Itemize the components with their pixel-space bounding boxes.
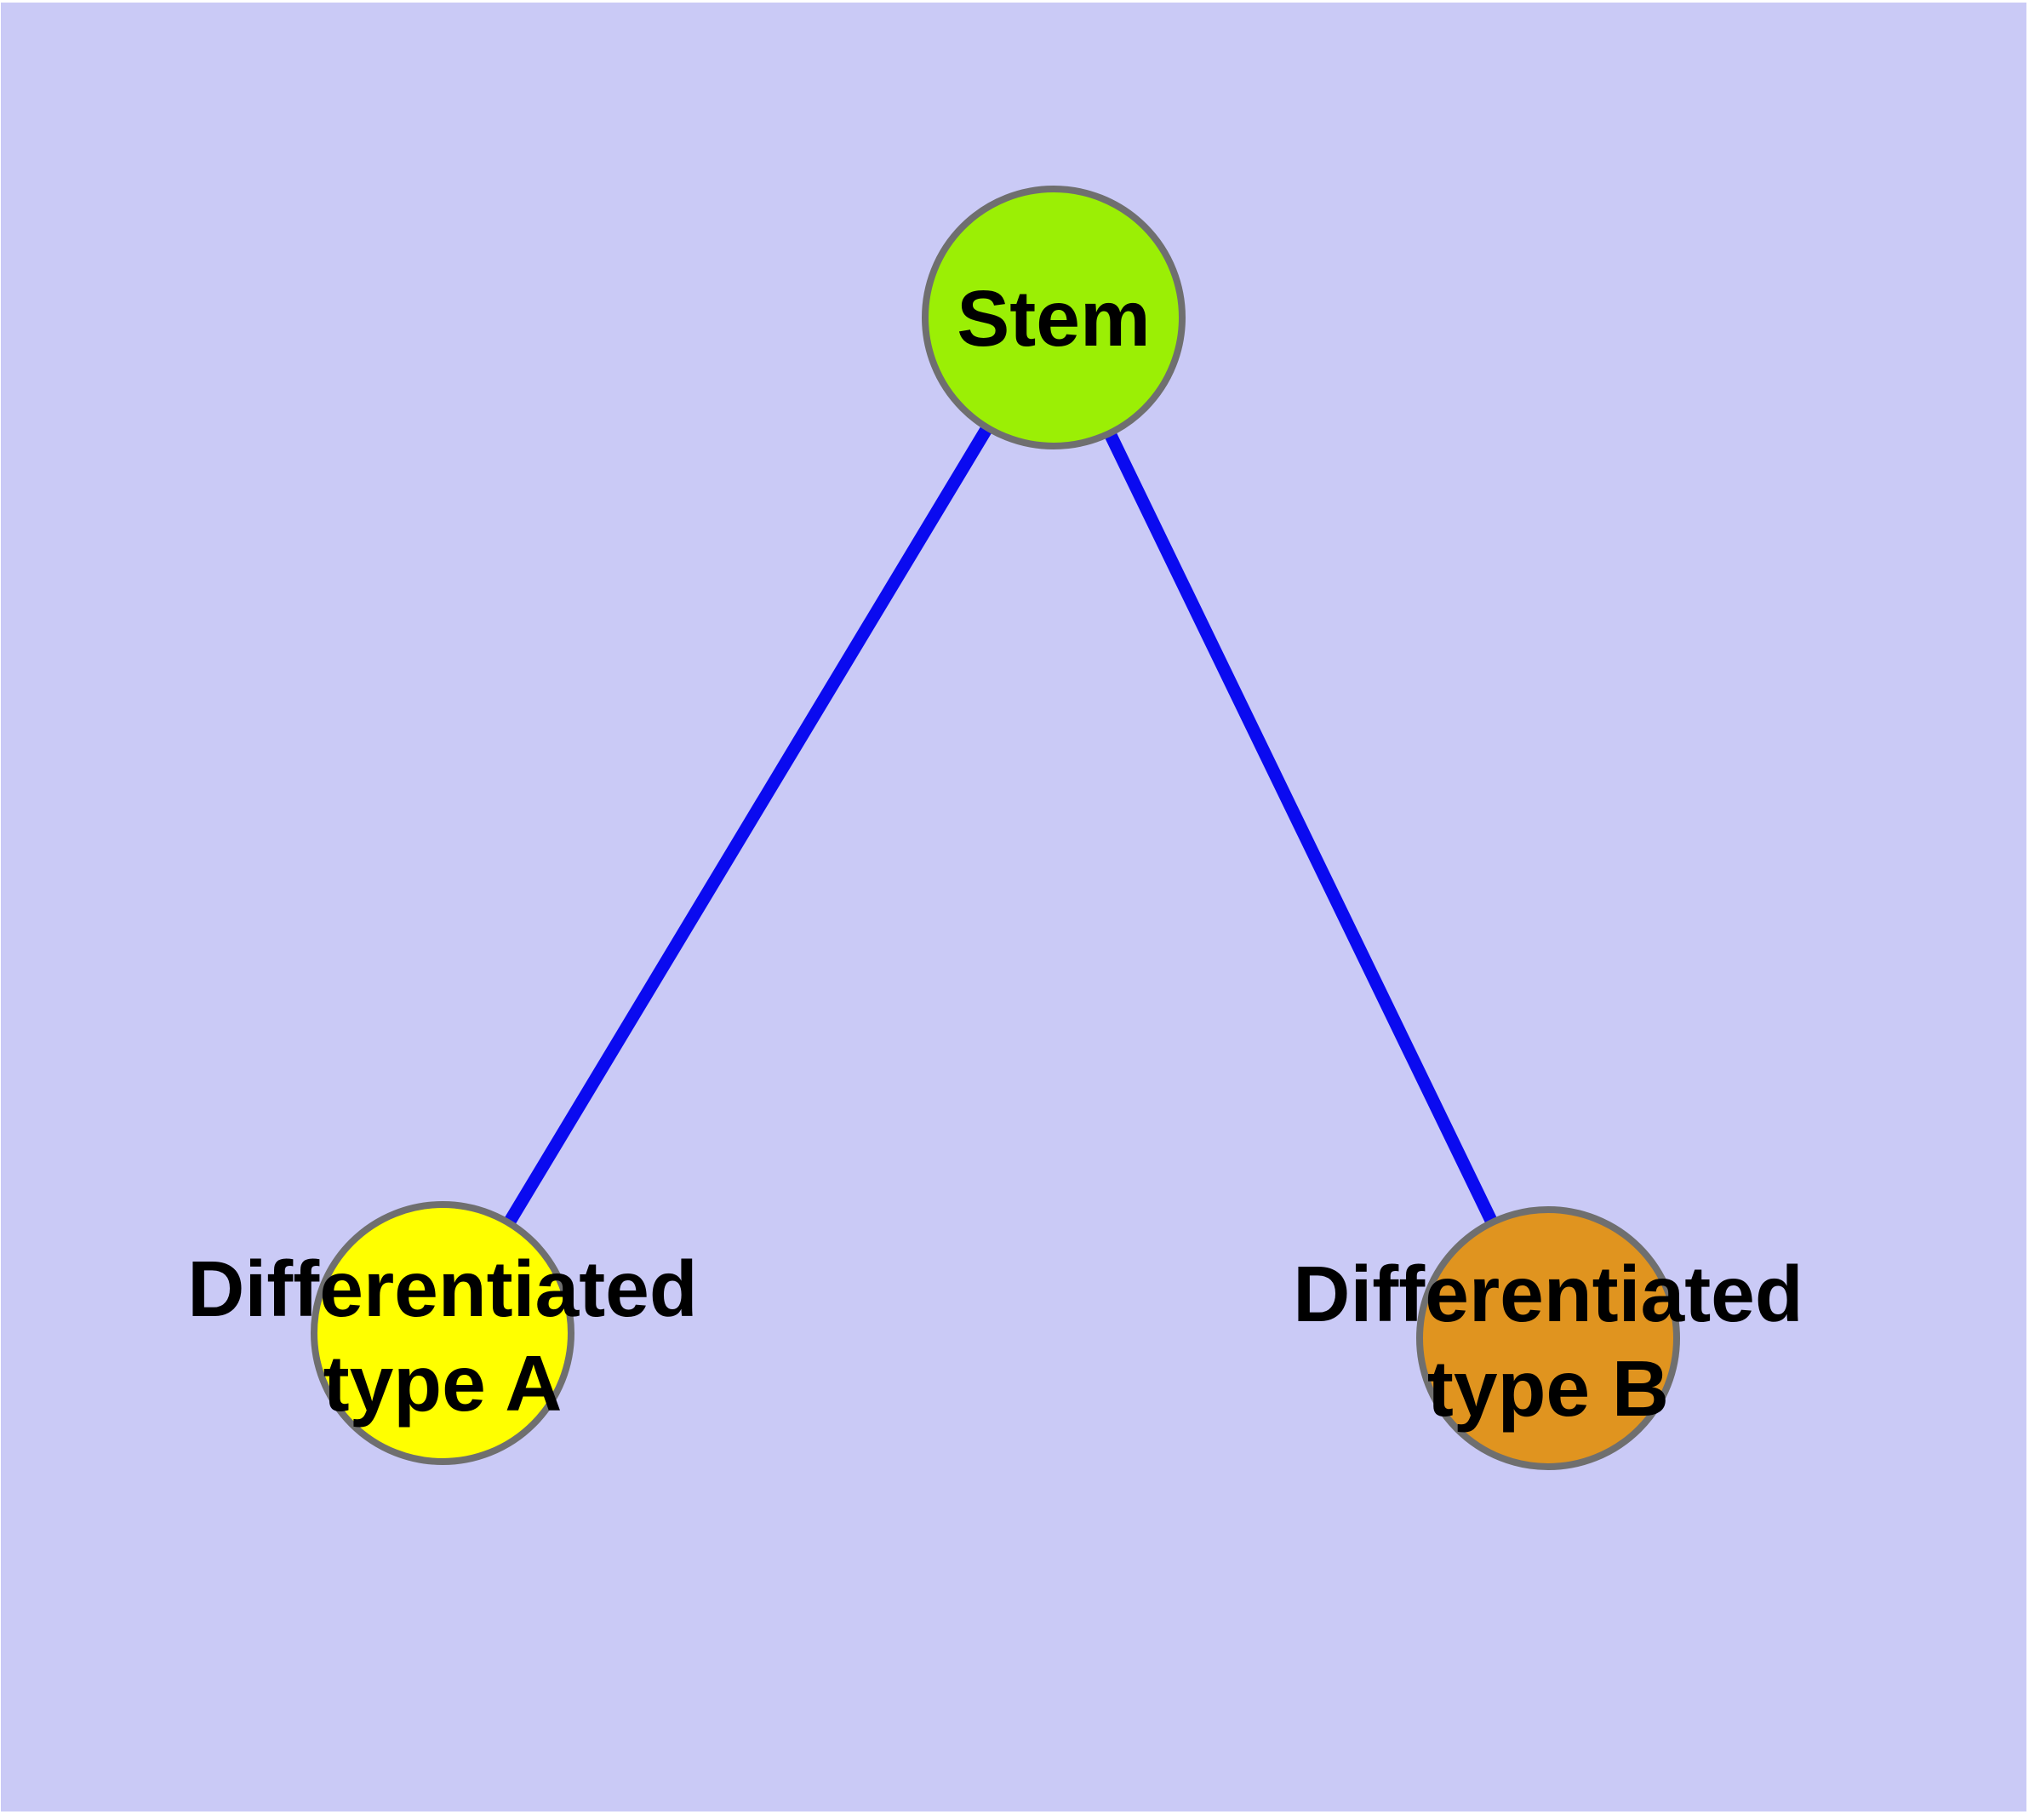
node-type-a-label-line1: Differentiated: [187, 1245, 697, 1333]
node-stem: Stem: [922, 186, 1186, 449]
node-type-b-label-line2: type B: [1427, 1344, 1669, 1433]
node-stem-label: Stem: [957, 274, 1150, 363]
node-differentiated-type-b: Differentiated type B: [1293, 1206, 1803, 1470]
node-type-a-circle: [311, 1201, 574, 1465]
edge-stem-to-type-b: [1048, 314, 1554, 1342]
node-type-b-label-line1: Differentiated: [1293, 1250, 1803, 1338]
node-type-a-label-line2: type A: [323, 1339, 563, 1428]
node-stem-circle: [922, 186, 1186, 449]
node-type-b-circle: [1416, 1206, 1680, 1470]
node-differentiated-type-a: Differentiated type A: [187, 1201, 698, 1465]
edge-stem-to-type-a: [437, 314, 1060, 1336]
